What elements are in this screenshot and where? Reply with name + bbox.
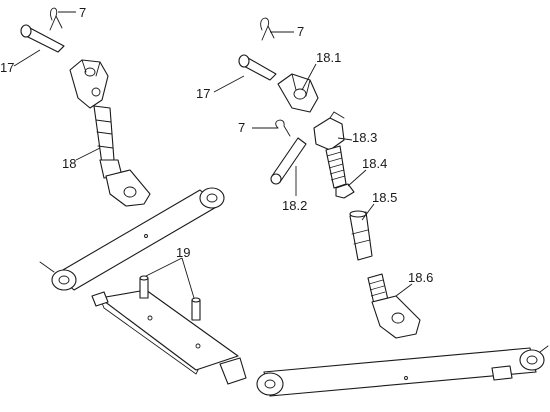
pin-clip-left xyxy=(49,7,76,31)
callout-top-link-fork: 18.1 xyxy=(316,50,341,65)
callout-pin-right: 17 xyxy=(196,86,210,101)
callout-sleeve: 18.5 xyxy=(372,190,397,205)
callout-drawbar-pins: 19 xyxy=(176,245,190,260)
callout-pin-clip-left: 7 xyxy=(79,5,86,20)
callout-lock-nut: 18.4 xyxy=(362,156,387,171)
pin-left xyxy=(20,24,65,53)
top-link-left xyxy=(69,59,151,207)
callout-threaded-end: 18.3 xyxy=(352,130,377,145)
lock-nut xyxy=(335,183,355,199)
callout-pin-clip-mid: 7 xyxy=(238,120,245,135)
rear-end xyxy=(367,273,421,339)
callout-pin-left: 17 xyxy=(0,60,14,75)
drawbar xyxy=(91,289,247,385)
pin-clip-right xyxy=(260,17,294,41)
fork-pin xyxy=(270,137,307,185)
pin-right xyxy=(238,54,277,81)
drawbar-pins xyxy=(139,257,201,321)
callout-top-link-left: 18 xyxy=(62,156,76,171)
callout-rear-end: 18.6 xyxy=(408,270,433,285)
callout-pin-clip-right: 7 xyxy=(297,24,304,39)
pin-clip-mid xyxy=(252,119,291,137)
sleeve xyxy=(349,210,373,261)
leader-lines xyxy=(13,49,413,297)
lower-link-left xyxy=(39,187,225,291)
top-link-fork xyxy=(277,73,319,113)
callout-fork-pin: 18.2 xyxy=(282,198,307,213)
threaded-end xyxy=(313,111,347,189)
lower-link-right xyxy=(256,345,549,397)
